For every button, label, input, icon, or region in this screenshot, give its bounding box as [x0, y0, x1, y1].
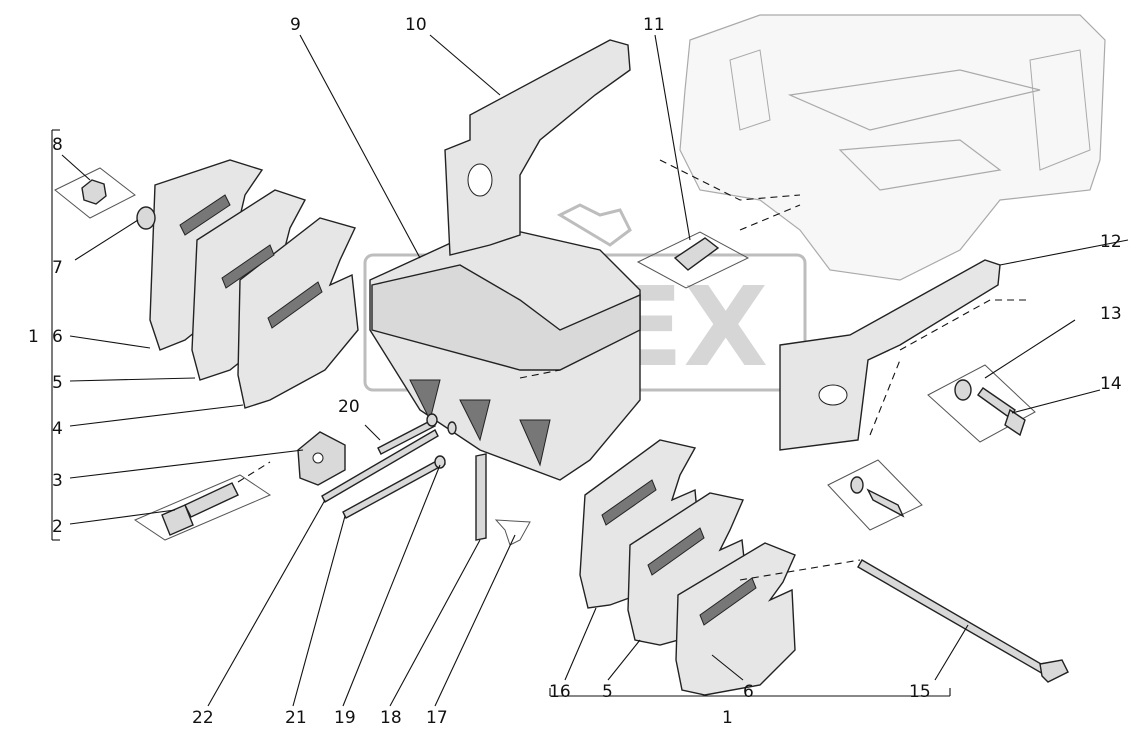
bolt-icon — [133, 474, 272, 541]
label-6-left: 6 — [52, 327, 63, 347]
label-4: 4 — [52, 419, 63, 439]
label-9: 9 — [290, 15, 301, 35]
pin-icon — [636, 231, 750, 289]
bracket-icon — [297, 431, 346, 486]
label-5-left: 5 — [52, 373, 63, 393]
label-19: 19 — [334, 708, 356, 728]
counterweight-group-left — [149, 159, 359, 409]
label-21: 21 — [285, 708, 307, 728]
weight-carrier-body — [369, 224, 641, 481]
label-7: 7 — [52, 258, 63, 278]
label-6-bottom: 6 — [743, 682, 754, 702]
label-2: 2 — [52, 517, 63, 537]
label-16: 16 — [549, 682, 571, 702]
bolt-washer-right — [927, 364, 1036, 443]
callout-labels: 1 6 5 4 3 2 8 7 9 10 11 12 13 14 20 16 5… — [28, 15, 1122, 728]
label-8: 8 — [52, 135, 63, 155]
label-11: 11 — [643, 15, 665, 35]
label-5-bottom: 5 — [602, 682, 613, 702]
bolt-small-right — [827, 459, 923, 531]
tie-rod — [857, 559, 1069, 683]
washer-icon — [136, 206, 156, 230]
label-15: 15 — [909, 682, 931, 702]
label-1-bottom: 1 — [722, 708, 733, 728]
counterweight-group-right — [579, 439, 796, 696]
label-12: 12 — [1100, 232, 1122, 252]
assembly-dashes — [237, 159, 1030, 581]
label-10: 10 — [405, 15, 427, 35]
label-17: 17 — [426, 708, 448, 728]
label-22: 22 — [192, 708, 214, 728]
label-13: 13 — [1100, 304, 1122, 324]
label-18: 18 — [380, 708, 402, 728]
label-3: 3 — [52, 471, 63, 491]
side-plate-upper — [444, 39, 631, 256]
tractor-frame-icon — [679, 14, 1106, 281]
label-14: 14 — [1100, 374, 1122, 394]
nut-icon — [54, 167, 136, 219]
label-1-left: 1 — [28, 327, 39, 347]
label-20: 20 — [338, 397, 360, 417]
side-plate-right — [779, 259, 1001, 451]
rod-set — [321, 413, 531, 546]
leader-lines — [51, 34, 1129, 707]
